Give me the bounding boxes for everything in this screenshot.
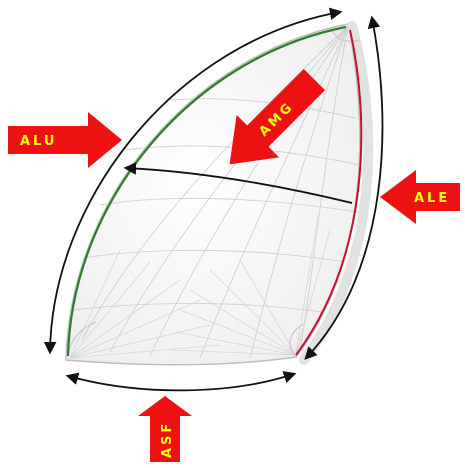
leech-label: ALE bbox=[414, 191, 450, 206]
luff-label-arrow: ALU bbox=[8, 112, 122, 168]
luff-measure-arrow bbox=[43, 7, 343, 355]
foot-measure-arrow bbox=[65, 371, 297, 392]
foot-label-arrow: ASF bbox=[138, 396, 192, 462]
mid-girth-measure-arrow bbox=[123, 162, 353, 204]
foot-label: ASF bbox=[160, 421, 175, 458]
luff-label: ALU bbox=[20, 134, 57, 149]
leech-measure-arrow bbox=[304, 15, 384, 360]
leech-label-arrow: ALE bbox=[380, 170, 460, 224]
sail bbox=[65, 21, 374, 366]
